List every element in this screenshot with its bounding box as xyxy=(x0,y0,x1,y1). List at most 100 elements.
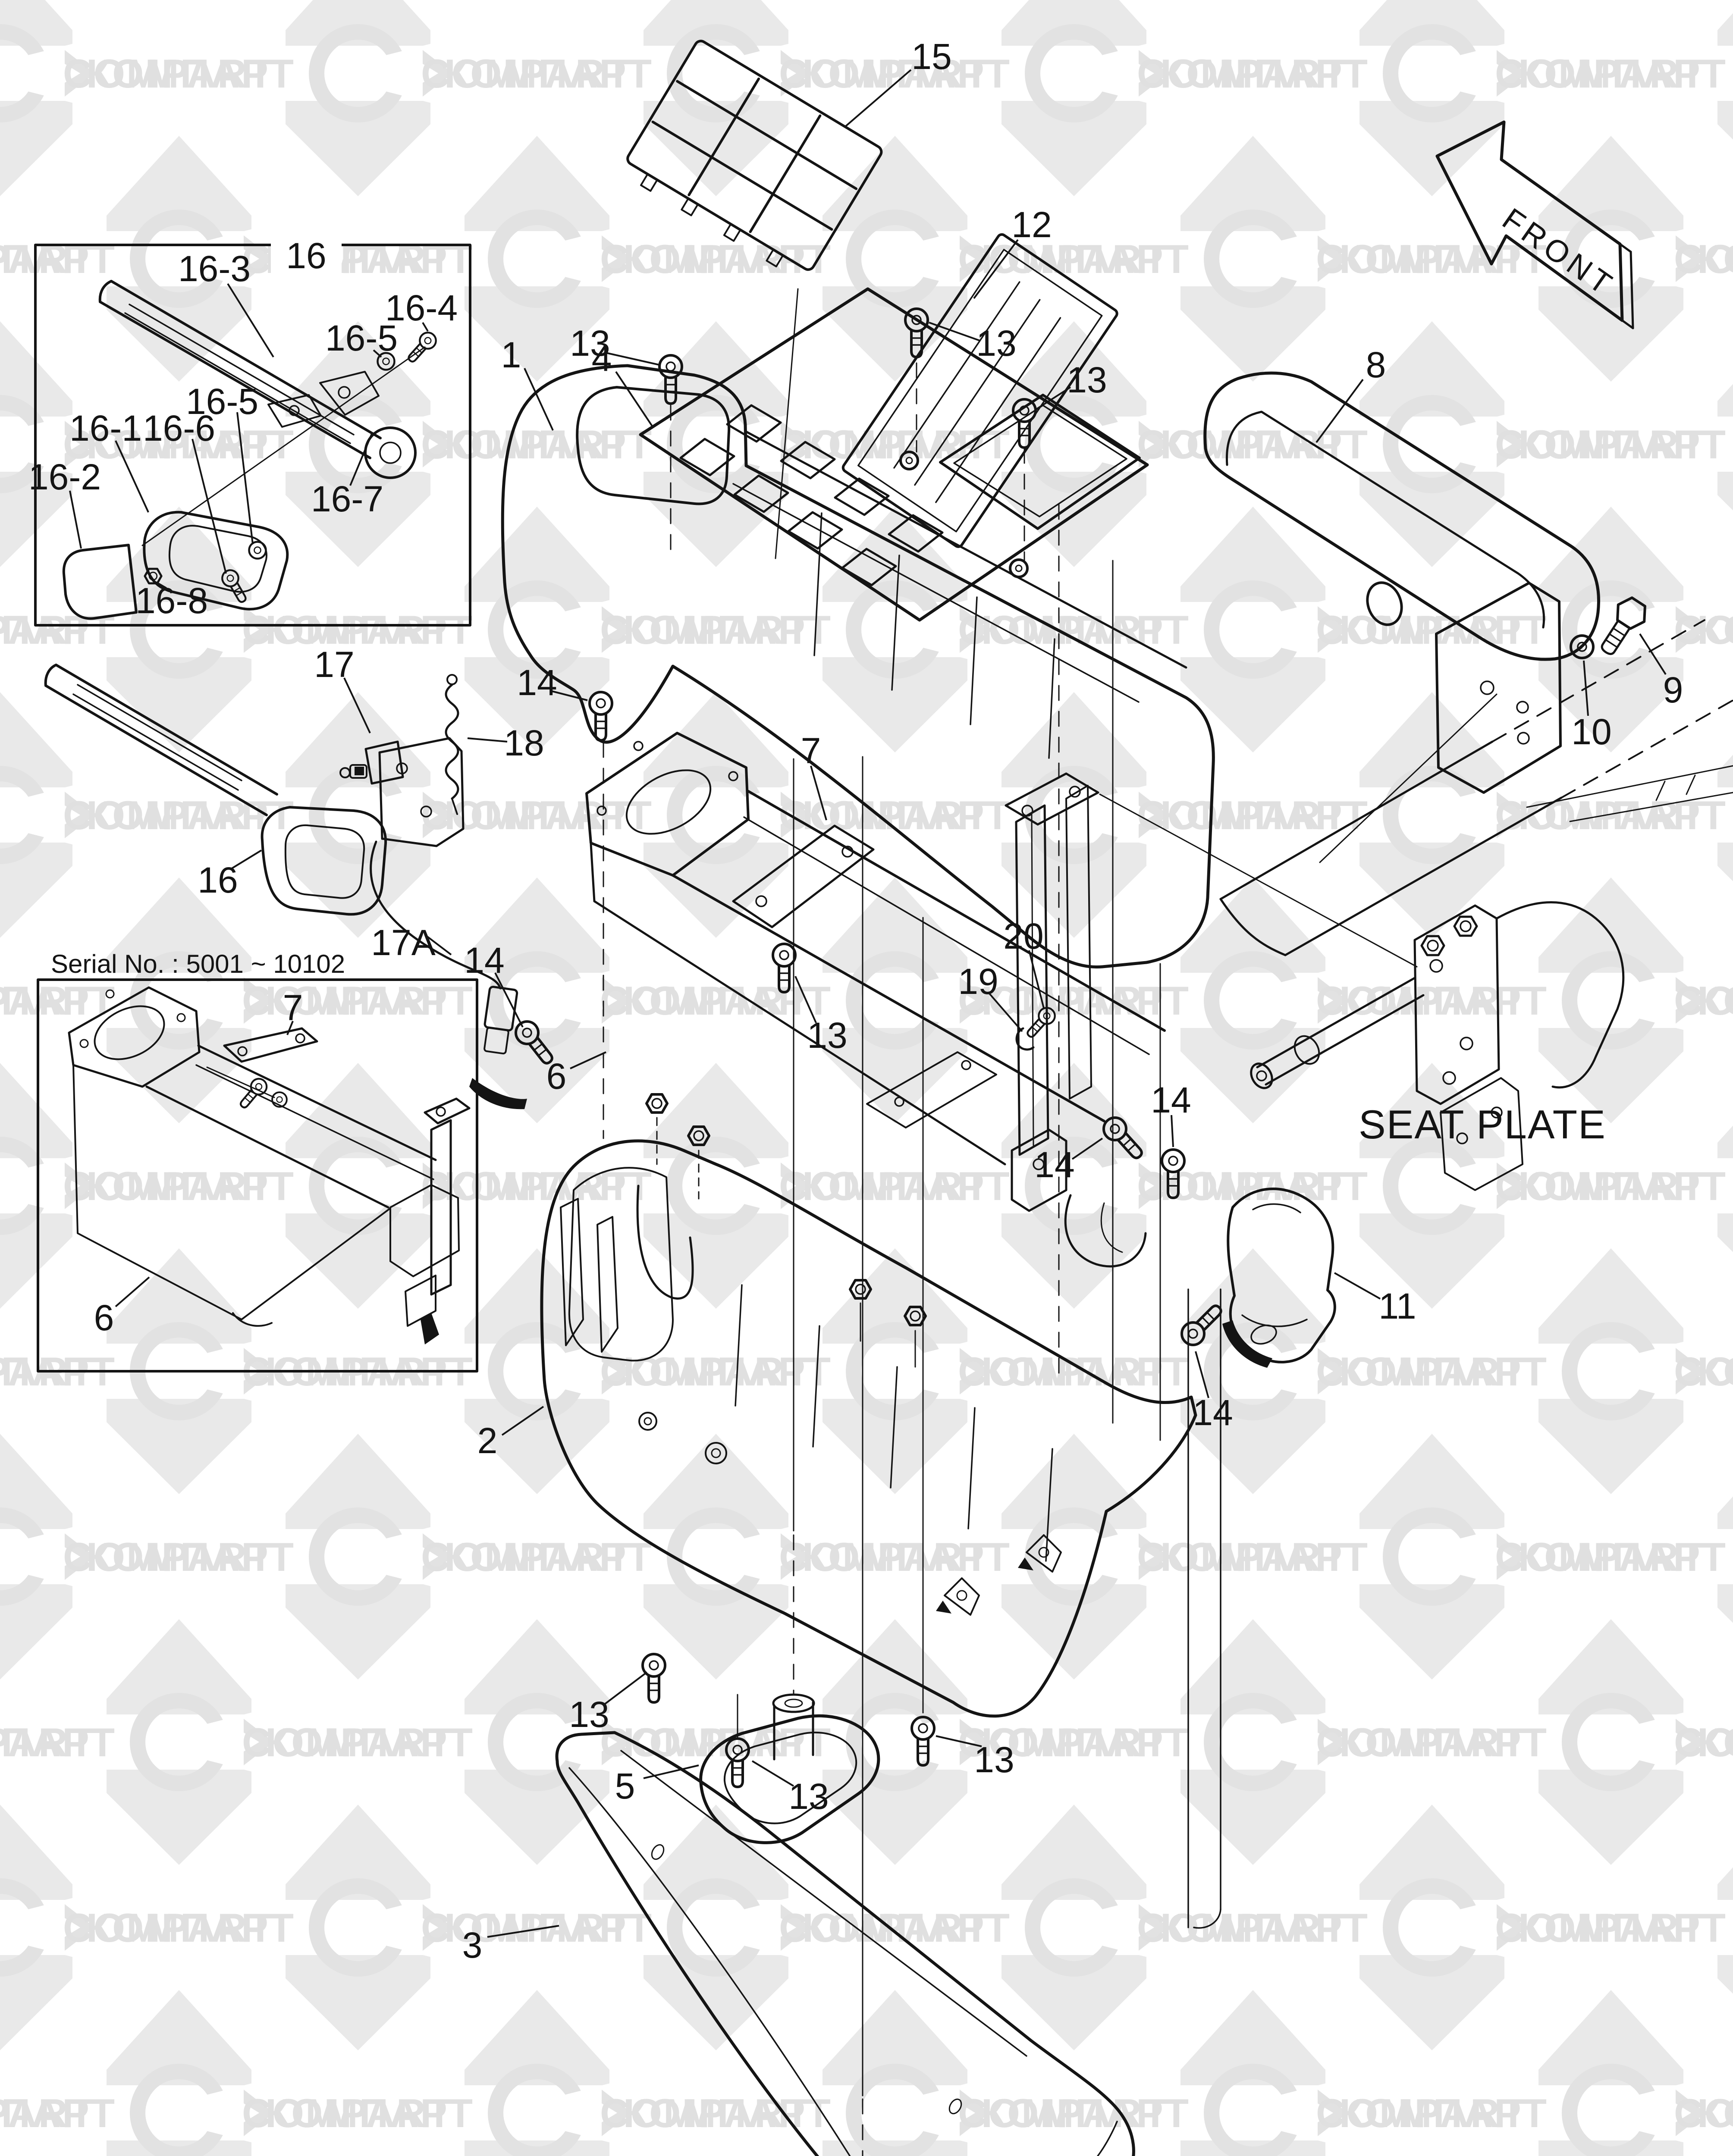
watermark-word-cyrillic: КОМПАРТ xyxy=(1339,236,1548,282)
part-8-armrest xyxy=(1203,371,1600,863)
seat-plate-label: SEAT PLATE xyxy=(1359,1102,1606,1147)
leader-line xyxy=(192,439,227,574)
leader-line xyxy=(236,412,254,545)
watermark-logo-icon xyxy=(602,1719,632,1765)
watermark-logo-icon xyxy=(781,1904,811,1951)
leader-line xyxy=(69,490,82,549)
callout-16-3: 16-3 xyxy=(178,248,251,289)
watermark-logo-icon xyxy=(960,1348,990,1395)
inset-box-16 xyxy=(34,244,471,627)
leader-line xyxy=(1315,379,1364,443)
watermark-word-cyrillic: КОМПАРТ xyxy=(86,1534,295,1579)
watermark-logo-icon xyxy=(602,977,632,1024)
watermark-logo-icon xyxy=(244,1719,274,1765)
label-mask xyxy=(271,235,342,276)
watermark-logo-icon xyxy=(1497,50,1527,97)
watermark-word-cyrillic: КОМПАРТ xyxy=(0,2090,116,2136)
watermark-logo-icon xyxy=(960,235,990,282)
callout-13: 13 xyxy=(569,1694,609,1735)
watermark-logo-icon xyxy=(781,792,811,838)
watermark-word-latin: COMPART xyxy=(0,1720,95,1765)
part-6-frame xyxy=(585,732,1418,1368)
watermark-word-latin: COMPART xyxy=(1674,236,1733,282)
watermark-word-cyrillic: КОМПАРТ xyxy=(1160,793,1369,838)
watermark-word-latin: COMPART xyxy=(779,1163,990,1209)
leader-line xyxy=(343,677,371,733)
watermark-word-latin: COMPART xyxy=(1674,978,1733,1023)
watermark-logo-icon xyxy=(244,1348,274,1395)
watermark-word-latin: COMPART xyxy=(63,1163,274,1209)
watermark-word-cyrillic: КОМПАРТ xyxy=(1160,1905,1369,1950)
watermark-word-cyrillic: КОМПАРТ xyxy=(86,422,295,467)
callout-13: 13 xyxy=(788,1776,829,1817)
leader-line xyxy=(115,1276,150,1307)
watermark-word-cyrillic: КОМПАРТ xyxy=(0,236,116,282)
watermark-logo-icon xyxy=(1676,1348,1706,1395)
leader-line xyxy=(615,371,653,427)
watermark-word-latin: COMPART xyxy=(63,793,274,838)
watermark-word-cyrillic: КОМПАРТ xyxy=(1339,1349,1548,1394)
watermark-logo-icon xyxy=(1497,1904,1527,1951)
watermark-word-latin: COMPART xyxy=(1495,51,1706,96)
watermark-word-cyrillic: КОМПАРТ xyxy=(1518,1905,1727,1950)
watermark-word-latin: COMPART xyxy=(1137,793,1348,838)
leader-line xyxy=(643,1764,699,1779)
watermark-logo-icon xyxy=(423,1904,453,1951)
watermark-word-cyrillic: КОМПАРТ xyxy=(444,793,653,838)
watermark-word-latin: COMPART xyxy=(600,2090,811,2136)
watermark-word-cyrillic: КОМПАРТ xyxy=(1697,978,1733,1023)
watermark-logo-icon xyxy=(1497,421,1527,467)
leader-line xyxy=(425,935,452,956)
callout-10: 10 xyxy=(1571,711,1611,752)
serial-box: Serial No. : 5001 ~ 10102 xyxy=(37,950,478,1373)
watermark-logo-icon xyxy=(1676,1719,1706,1765)
watermark-logo-icon xyxy=(1139,1533,1169,1580)
callout-2: 2 xyxy=(477,1420,498,1461)
watermark-word-latin: COMPART xyxy=(1316,1720,1527,1765)
watermark-word-latin: COMPART xyxy=(1674,607,1733,652)
watermark-logo-icon xyxy=(1676,235,1706,282)
leader-line xyxy=(467,737,508,743)
frame-screws xyxy=(512,944,1184,1198)
callout-9: 9 xyxy=(1663,670,1683,710)
watermark-word-latin: COMPART xyxy=(779,1534,990,1579)
watermark-logo-icon xyxy=(423,792,453,838)
part-11-knob xyxy=(1177,1188,1336,1368)
part-16-lever xyxy=(44,664,387,916)
watermark-word-cyrillic: КОМПАРТ xyxy=(1697,607,1733,652)
callout-16-4: 16-4 xyxy=(385,288,458,328)
leader-line xyxy=(936,1735,982,1747)
watermark-word-cyrillic: КОМПАРТ xyxy=(1518,51,1727,96)
watermark-word-latin: COMPART xyxy=(958,978,1169,1023)
part-3-side-cover xyxy=(555,1731,1135,2156)
watermark-word-cyrillic: КОМПАРТ xyxy=(802,1534,1011,1579)
watermark-word-latin: COMPART xyxy=(421,422,632,467)
leader-line xyxy=(155,581,167,589)
callout-6: 6 xyxy=(546,1056,567,1097)
watermark-logo-icon xyxy=(1318,1719,1348,1765)
watermark-logo-icon xyxy=(602,606,632,653)
